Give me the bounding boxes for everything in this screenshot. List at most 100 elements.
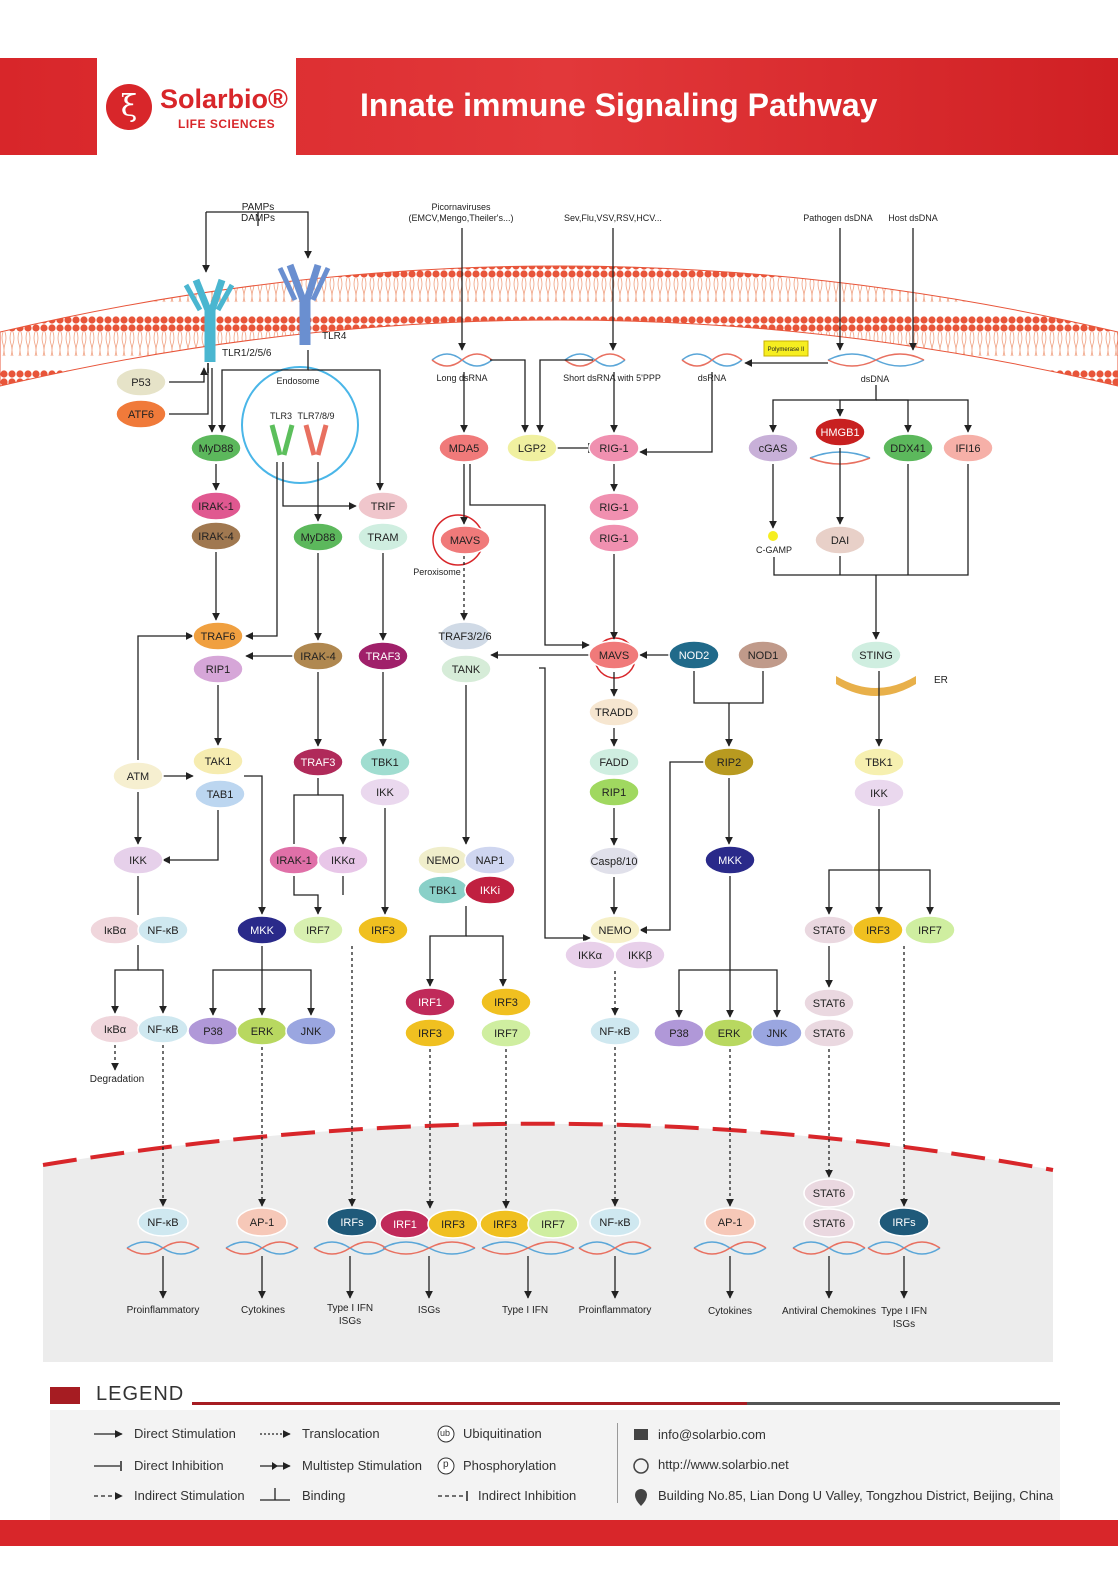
node-stat6_c: STAT6 <box>803 1018 855 1048</box>
node-jnk_b: JNK <box>751 1018 803 1048</box>
svg-text:DDX41: DDX41 <box>890 443 925 455</box>
node-cgas: cGAS <box>747 433 799 463</box>
svg-text:IRAK-4: IRAK-4 <box>300 651 335 663</box>
edge <box>318 794 347 845</box>
svg-text:IKKα: IKKα <box>331 855 356 867</box>
tlr4-receptor-icon <box>277 263 331 345</box>
contact-website[interactable]: http://www.solarbio.net <box>658 1457 789 1472</box>
svg-text:HMGB1: HMGB1 <box>820 427 859 439</box>
node-nfkb_a: NF-κB <box>137 915 189 945</box>
svg-text:ERK: ERK <box>251 1026 274 1038</box>
node-sting: STING <box>850 640 902 670</box>
node-p38_b: P38 <box>653 1018 705 1048</box>
label-picorna_sub: (EMCV,Mengo,Theiler's...) <box>409 213 514 223</box>
label-tlr3: TLR3 <box>270 411 292 421</box>
legend-translocation: Translocation <box>302 1426 380 1441</box>
label-o6: Proinflammatory <box>579 1305 652 1316</box>
svg-text:MAVS: MAVS <box>450 535 480 547</box>
edge <box>162 810 219 864</box>
svg-text:IRAK-4: IRAK-4 <box>198 531 233 543</box>
svg-text:NF-κB: NF-κB <box>147 1217 178 1229</box>
label-long_dsrna: Long dsRNA <box>436 373 487 383</box>
svg-text:IRF3: IRF3 <box>493 1219 517 1231</box>
node-irf3_d: IRF3 <box>852 915 904 945</box>
node-nfkb_c: NF-κB <box>589 1016 641 1046</box>
globe-icon <box>633 1458 649 1474</box>
svg-text:Casp8/10: Casp8/10 <box>590 856 637 868</box>
svg-text:MyD88: MyD88 <box>301 532 336 544</box>
node-irf1_a: IRF1 <box>404 987 456 1017</box>
node-stat6_2: STAT6 <box>803 1208 855 1238</box>
node-ifi16: IFI16 <box>942 433 994 463</box>
label-o1: Proinflammatory <box>127 1305 200 1316</box>
label-o4: ISGs <box>418 1305 440 1316</box>
svg-text:IRF3: IRF3 <box>866 925 890 937</box>
legend-rule <box>192 1402 747 1405</box>
svg-text:NAP1: NAP1 <box>476 855 505 867</box>
node-tab1: TAB1 <box>194 779 246 809</box>
node-irf3_c: IRF3 <box>480 987 532 1017</box>
dna-helix-icon <box>313 1241 387 1255</box>
node-p38_a: P38 <box>187 1016 239 1046</box>
svg-text:MDA5: MDA5 <box>449 443 480 455</box>
svg-text:RIG-1: RIG-1 <box>599 533 628 545</box>
node-p53: P53 <box>115 367 167 397</box>
svg-text:MyD88: MyD88 <box>199 443 234 455</box>
svg-text:IFI16: IFI16 <box>955 443 980 455</box>
svg-text:STAT6: STAT6 <box>813 1188 846 1200</box>
node-mkk_b: MKK <box>704 845 756 875</box>
legend-multistep-stimulation: Multistep Stimulation <box>302 1458 422 1473</box>
legend-indirect-inhibition: Indirect Inhibition <box>478 1488 577 1503</box>
cell-membrane <box>0 265 1118 387</box>
legend-box <box>50 1410 1060 1522</box>
label-o7: Cytokines <box>708 1306 752 1317</box>
svg-text:IRF3: IRF3 <box>418 1028 442 1040</box>
node-mkk_a: MKK <box>236 915 288 945</box>
edge <box>769 385 877 433</box>
node-ikk_c: IKK <box>853 778 905 808</box>
label-polymerase: Polymerase II <box>768 347 805 353</box>
svg-text:cGAS: cGAS <box>759 443 788 455</box>
svg-text:MKK: MKK <box>718 855 743 867</box>
node-hmgb1: HMGB1 <box>814 417 866 447</box>
svg-text:IκBα: IκBα <box>104 925 127 937</box>
node-ddx41: DDX41 <box>882 433 934 463</box>
label-cgamp: C-GAMP <box>756 545 792 555</box>
svg-text:LGP2: LGP2 <box>518 443 546 455</box>
er-icon <box>836 676 916 696</box>
dna-helix-icon <box>126 1241 200 1255</box>
edge <box>466 935 507 987</box>
edge <box>879 869 934 915</box>
node-nfkb_b: NF-κB <box>137 1014 189 1044</box>
node-tank: TANK <box>440 654 492 684</box>
node-ap1_1: AP-1 <box>236 1207 288 1237</box>
node-casp: Casp8/10 <box>588 846 640 876</box>
svg-text:IKK: IKK <box>870 788 888 800</box>
svg-text:NOD2: NOD2 <box>679 650 710 662</box>
edge <box>218 350 309 433</box>
edge <box>111 945 139 1014</box>
svg-text:RIP1: RIP1 <box>206 664 230 676</box>
node-ikk_a: IKK <box>112 845 164 875</box>
node-ikkb: IKKβ <box>614 940 666 970</box>
edge <box>773 464 969 576</box>
svg-text:TRAF3: TRAF3 <box>366 651 401 663</box>
edge <box>836 399 876 417</box>
logo-subtitle: LIFE SCIENCES <box>178 117 276 131</box>
svg-text:STAT6: STAT6 <box>813 925 846 937</box>
node-myd88_b: MyD88 <box>292 522 344 552</box>
edge <box>675 876 731 1018</box>
nuclear-envelope <box>42 1121 1054 1172</box>
svg-text:AP-1: AP-1 <box>250 1217 274 1229</box>
legend-title: LEGEND <box>96 1383 185 1405</box>
edge <box>308 369 384 491</box>
edge <box>693 671 764 704</box>
svg-text:JNK: JNK <box>767 1028 788 1040</box>
node-ikka_b: IKKα <box>564 940 616 970</box>
contact-email[interactable]: info@solarbio.com <box>658 1427 766 1442</box>
label-degradation: Degradation <box>90 1074 144 1085</box>
svg-text:IKK: IKK <box>376 787 394 799</box>
svg-text:TBK1: TBK1 <box>865 757 893 769</box>
edge <box>209 946 263 1016</box>
endosome <box>241 366 359 484</box>
